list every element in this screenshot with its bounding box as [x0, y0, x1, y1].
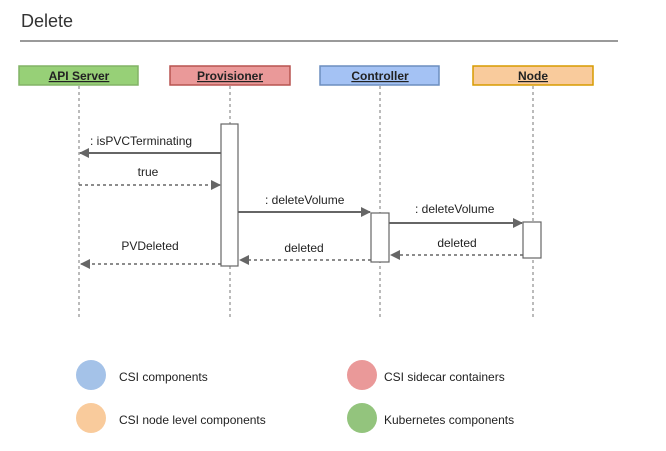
activation-node: [522, 221, 542, 259]
legend-csi-node-level-label: CSI node level components: [119, 413, 266, 427]
lifeline-api-server-box[interactable]: [18, 65, 139, 86]
diagram-title: Delete: [21, 11, 74, 31]
lifeline-controller-label: Controller: [351, 69, 409, 83]
legend-csi-components-swatch: [76, 360, 106, 390]
lifeline-node-box[interactable]: [472, 65, 594, 86]
legend-kubernetes-swatch: [347, 403, 377, 433]
legend-csi-components-label: CSI components: [119, 370, 208, 384]
msg-pv-deleted-label: PVDeleted: [121, 239, 178, 253]
activation-provisioner: [220, 123, 239, 267]
msg-deleted-node-label: deleted: [437, 236, 476, 250]
msg-is-pvc-terminating-label: : isPVCTerminating: [90, 134, 192, 148]
legend-csi-sidecar-label: CSI sidecar containers: [384, 370, 505, 384]
lifeline-provisioner-label: Provisioner: [197, 69, 263, 83]
legend-kubernetes-label: Kubernetes components: [384, 413, 514, 427]
msg-delete-volume-2-label: : deleteVolume: [415, 202, 495, 216]
lifeline-node-label: Node: [518, 69, 548, 83]
lifeline-provisioner-box[interactable]: [169, 65, 291, 86]
msg-delete-volume-1-label: : deleteVolume: [265, 193, 345, 207]
title-divider: [20, 40, 618, 42]
legend-csi-sidecar-swatch: [347, 360, 377, 390]
msg-true-label: true: [138, 165, 159, 179]
legend-csi-node-level-swatch: [76, 403, 106, 433]
lifeline-api-server-label: API Server: [49, 69, 110, 83]
lifeline-controller-box[interactable]: [319, 65, 440, 86]
msg-deleted-controller-label: deleted: [284, 241, 323, 255]
activation-controller: [370, 212, 390, 263]
